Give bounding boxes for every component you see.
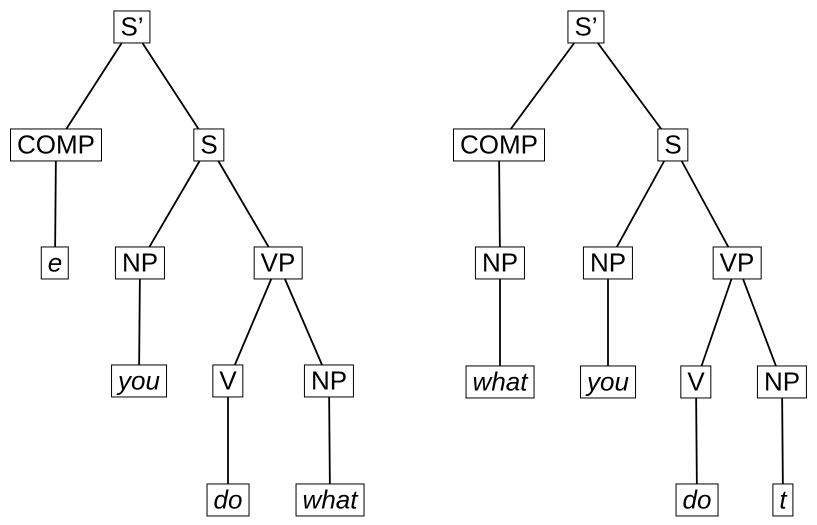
tree-edge-right-tree-vp-to-v	[695, 262, 738, 383]
tree-edge-right-tree-s-to-np-subj	[607, 144, 674, 264]
tree-edge-right-tree-v-to-do	[695, 381, 698, 501]
tree-node-left-tree-e: e	[40, 246, 70, 280]
tree-edge-left-tree-s-bar-to-s	[131, 26, 210, 146]
tree-node-left-tree-you: you	[111, 364, 167, 398]
tree-node-left-tree-vp: VP	[253, 246, 303, 280]
tree-node-left-tree-v: V	[212, 364, 244, 398]
tree-edge-left-tree-vp-to-np-obj	[277, 262, 330, 382]
tree-node-right-tree-t: t	[772, 483, 794, 517]
tree-node-right-tree-vp: VP	[712, 246, 762, 280]
tree-node-right-tree-you: you	[580, 365, 636, 399]
tree-edge-right-tree-np-obj-to-t	[781, 381, 784, 501]
tree-node-left-tree-what: what	[295, 483, 365, 517]
tree-node-right-tree-s: S	[657, 128, 689, 162]
tree-node-right-tree-np-obj: NP	[756, 365, 808, 399]
tree-node-right-tree-do: do	[675, 483, 719, 517]
tree-node-right-tree-np-comp: NP	[474, 246, 526, 280]
tree-node-left-tree-np-obj: NP	[303, 364, 355, 398]
tree-edge-left-tree-s-to-np-subj	[139, 144, 210, 264]
tree-node-left-tree-s: S	[193, 128, 225, 162]
tree-node-right-tree-v: V	[680, 365, 712, 399]
tree-edge-left-tree-s-bar-to-comp	[55, 26, 133, 146]
tree-node-left-tree-np-subj: NP	[114, 246, 166, 280]
tree-node-left-tree-do: do	[206, 483, 250, 517]
tree-node-right-tree-np-subj: NP	[582, 246, 634, 280]
tree-node-left-tree-s-bar: S’	[113, 10, 151, 44]
tree-edge-left-tree-np-subj-to-you	[138, 262, 141, 382]
tree-node-right-tree-s-bar: S’	[567, 10, 605, 44]
tree-edge-right-tree-comp-to-np-comp	[498, 144, 501, 264]
tree-edge-right-tree-s-bar-to-comp	[498, 26, 587, 146]
tree-edge-left-tree-vp-to-v	[227, 262, 279, 382]
tree-edge-left-tree-s-to-vp	[208, 144, 279, 264]
tree-edge-left-tree-np-obj-to-what	[328, 380, 331, 501]
tree-node-right-tree-comp: COMP	[453, 128, 545, 162]
tree-node-left-tree-comp: COMP	[10, 128, 102, 162]
tree-node-right-tree-what: what	[465, 365, 535, 399]
tree-edge-right-tree-vp-to-np-obj	[736, 262, 783, 383]
tree-edge-left-tree-comp-to-e	[54, 144, 57, 264]
tree-edge-right-tree-s-bar-to-s	[585, 26, 674, 146]
tree-edge-right-tree-s-to-vp	[672, 144, 738, 264]
